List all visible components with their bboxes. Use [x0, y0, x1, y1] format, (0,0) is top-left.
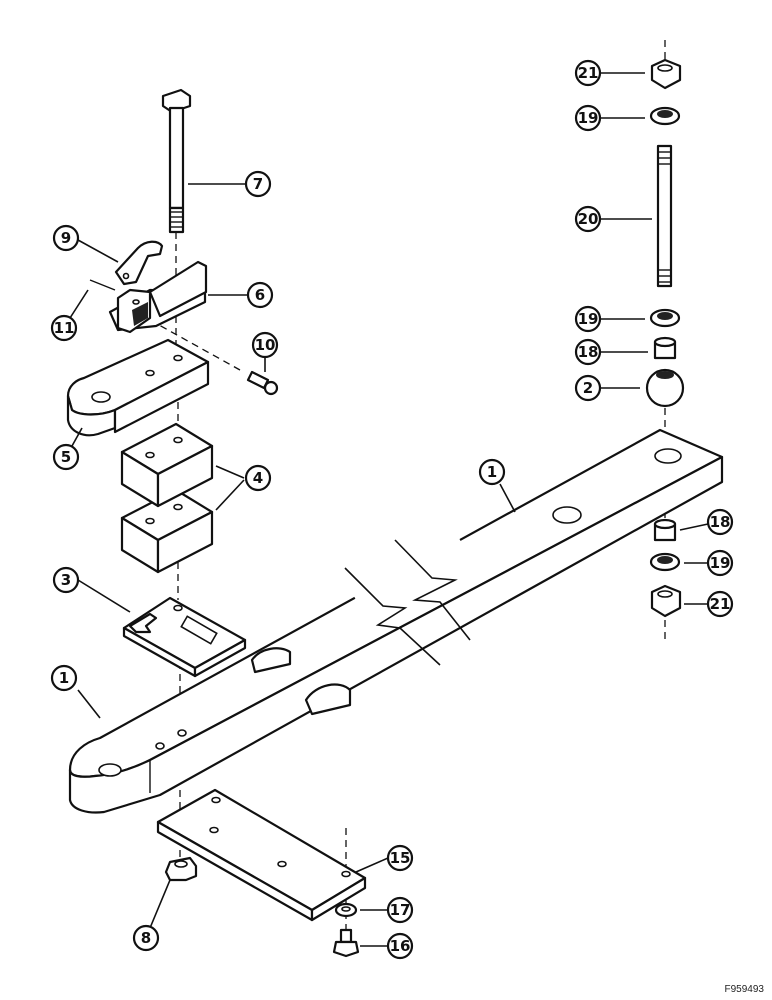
svg-text:1: 1 — [487, 463, 497, 481]
svg-text:18: 18 — [710, 513, 731, 531]
spacer-18-top — [653, 336, 677, 360]
bolt-16 — [332, 928, 360, 958]
callout-18-top: 18 — [574, 338, 602, 366]
washer-17 — [334, 902, 358, 918]
svg-text:17: 17 — [390, 901, 411, 919]
svg-text:5: 5 — [61, 448, 71, 466]
top-block — [66, 338, 210, 437]
figure-reference-code: F959493 — [725, 984, 765, 995]
latch-bracket — [108, 260, 208, 334]
bolt-7 — [161, 88, 192, 234]
callout-21-top: 21 — [574, 59, 602, 87]
callout-16: 16 — [386, 932, 414, 960]
callout-17: 17 — [386, 896, 414, 924]
pin-10 — [246, 370, 279, 396]
callout-19-top: 19 — [574, 104, 602, 132]
block-upper — [120, 422, 214, 508]
callout-7: 7 — [244, 170, 272, 198]
callout-19-mid: 19 — [574, 305, 602, 333]
svg-text:19: 19 — [578, 109, 599, 127]
lower-plate — [156, 788, 367, 922]
svg-text:19: 19 — [710, 554, 731, 572]
ball-2 — [645, 368, 685, 408]
svg-text:3: 3 — [61, 571, 71, 589]
callout-21-bottom: 21 — [706, 590, 734, 618]
svg-text:6: 6 — [255, 286, 265, 304]
slotted-plate — [122, 596, 247, 678]
callout-10: 10 — [251, 331, 279, 359]
svg-text:9: 9 — [61, 229, 71, 247]
svg-text:21: 21 — [710, 595, 731, 613]
svg-text:10: 10 — [255, 336, 276, 354]
svg-text:1: 1 — [59, 669, 69, 687]
callout-2: 2 — [574, 374, 602, 402]
callout-4: 4 — [244, 464, 272, 492]
svg-text:2: 2 — [583, 379, 593, 397]
callout-1-right: 1 — [478, 458, 506, 486]
svg-text:4: 4 — [253, 469, 263, 487]
callout-15: 15 — [386, 844, 414, 872]
svg-text:20: 20 — [578, 210, 599, 228]
latch-lever — [114, 240, 164, 286]
callout-11: 11 — [50, 314, 78, 342]
callout-5: 5 — [52, 443, 80, 471]
block-lower — [120, 488, 214, 574]
svg-text:21: 21 — [578, 64, 599, 82]
svg-text:15: 15 — [390, 849, 411, 867]
leader-lines — [69, 72, 709, 947]
callout-19-bottom: 19 — [706, 549, 734, 577]
callout-6: 6 — [246, 281, 274, 309]
washer-19-mid — [649, 308, 681, 328]
callout-9: 9 — [52, 224, 80, 252]
svg-text:16: 16 — [390, 937, 411, 955]
spacer-18-bot — [653, 518, 677, 542]
callout-20: 20 — [574, 205, 602, 233]
nut-8 — [164, 856, 198, 882]
washer-19-top — [649, 106, 681, 126]
pin-11-line — [89, 279, 116, 291]
callout-3: 3 — [52, 566, 80, 594]
svg-text:8: 8 — [141, 929, 151, 947]
stud-20 — [656, 144, 673, 288]
svg-text:18: 18 — [578, 343, 599, 361]
callout-18-bottom: 18 — [706, 508, 734, 536]
axis-line-pin10 — [149, 319, 241, 371]
washer-19-bot — [649, 552, 681, 572]
callout-8: 8 — [132, 924, 160, 952]
break-mark — [344, 534, 481, 666]
callout-1-left: 1 — [50, 664, 78, 692]
svg-text:19: 19 — [578, 310, 599, 328]
svg-text:7: 7 — [253, 175, 263, 193]
nut-21-top — [650, 58, 682, 90]
svg-text:11: 11 — [54, 319, 75, 337]
nut-21-bot — [650, 584, 682, 618]
